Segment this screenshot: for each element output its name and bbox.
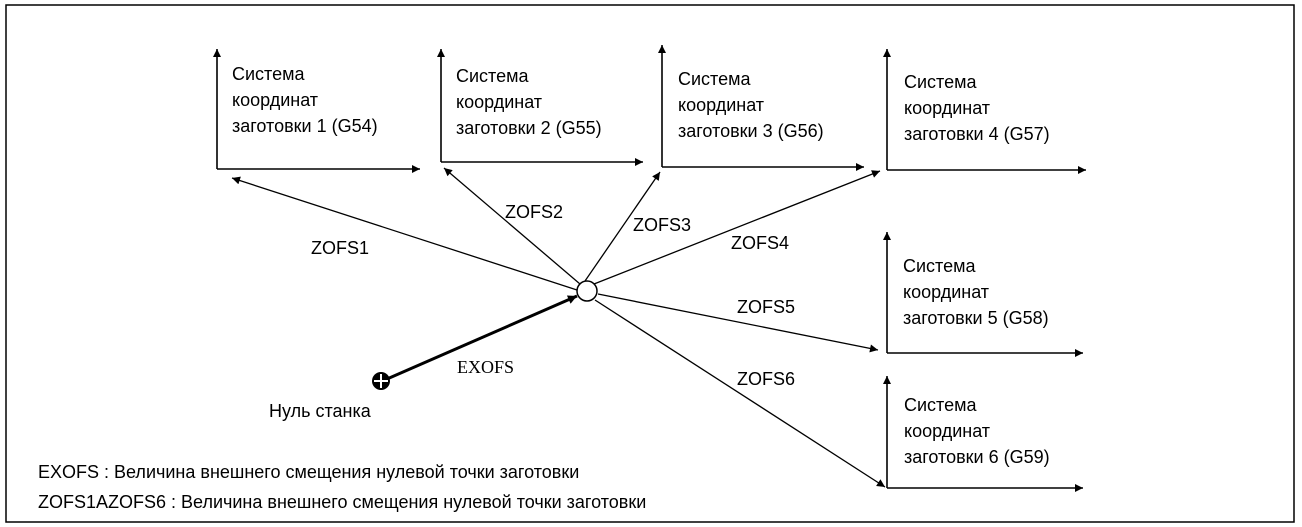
zofs4-label: ZOFS4 (731, 233, 789, 253)
exofs-label: EXOFS (457, 357, 514, 377)
exofs-arrow (386, 294, 578, 381)
coordinate-system-3-axes (658, 45, 864, 171)
coordinate-system-4-axes (883, 49, 1086, 174)
zofs3-arrow (584, 171, 661, 282)
coordinate-system-1-label: Система координат заготовки 1 (G54) (232, 64, 378, 136)
zofs-arrows (231, 167, 886, 488)
diagram-frame (5, 4, 1295, 523)
coordinate-system-5-label: Система координат заготовки 5 (G58) (903, 256, 1049, 328)
zofs2-arrow (443, 167, 581, 285)
coordinate-system-5-axes (883, 232, 1083, 357)
coordinate-system-2-axes (437, 49, 643, 166)
coordinate-system-6-axes (883, 376, 1083, 492)
zofs3-label: ZOFS3 (633, 215, 691, 235)
coordinate-system-4-label: Система координат заготовки 4 (G57) (904, 72, 1050, 144)
coordinate-system-1-axes (213, 49, 420, 173)
zofs1-arrow (231, 176, 578, 291)
zofs6-arrow (594, 299, 886, 488)
coordinate-system-2-label: Система координат заготовки 2 (G55) (456, 66, 602, 138)
zofs5-arrow (597, 293, 879, 353)
intermediate-origin-circle (576, 280, 598, 302)
zofs6-label: ZOFS6 (737, 369, 795, 389)
zofs2-label: ZOFS2 (505, 202, 563, 222)
zofs5-label: ZOFS5 (737, 297, 795, 317)
zofs1-label: ZOFS1 (311, 238, 369, 258)
machine-zero-icon (372, 372, 390, 390)
coordinate-system-6-label: Система координат заготовки 6 (G59) (904, 395, 1050, 467)
machine-zero-label: Нуль станка (269, 401, 372, 421)
coordinate-system-3-label: Система координат заготовки 3 (G56) (678, 69, 824, 141)
legend-line-zofs: ZOFS1AZOFS6 : Величина внешнего смещения… (38, 492, 646, 512)
zofs4-arrow (593, 170, 881, 285)
legend-line-exofs: EXOFS : Величина внешнего смещения нулев… (38, 462, 579, 482)
